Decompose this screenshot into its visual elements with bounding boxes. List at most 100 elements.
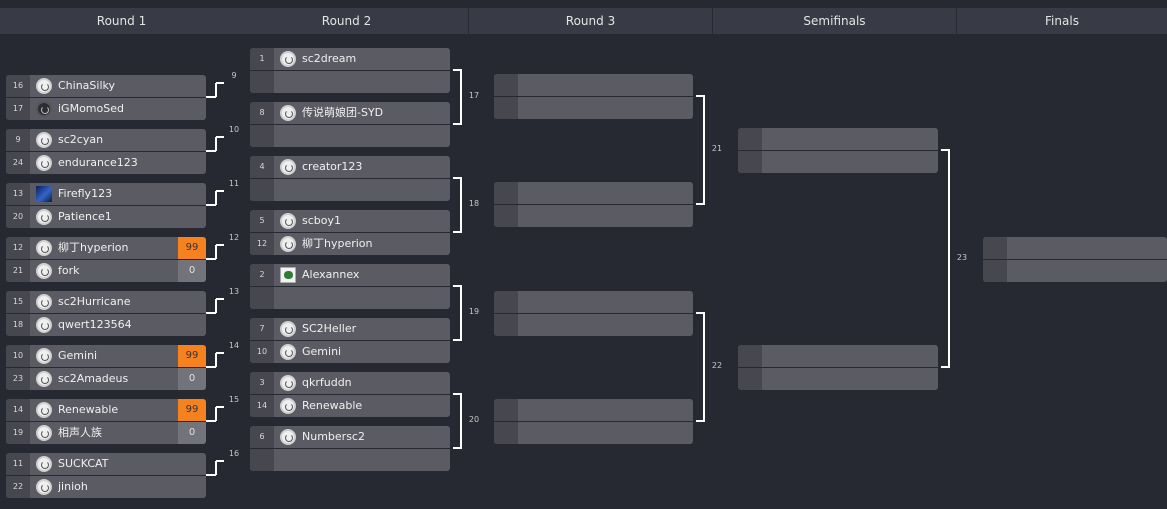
player-slot[interactable] xyxy=(494,314,693,336)
player-name[interactable]: qwert123564 xyxy=(58,318,132,331)
player-name[interactable]: 柳丁hyperion xyxy=(302,237,373,250)
player-slot[interactable] xyxy=(494,182,693,204)
player-name[interactable]: jinioh xyxy=(58,480,88,493)
player-slot[interactable] xyxy=(738,151,938,173)
player-name[interactable]: Renewable xyxy=(58,403,119,416)
player-name[interactable]: Gemini xyxy=(58,349,98,362)
player-name[interactable]: Gemini xyxy=(302,345,342,358)
player-name[interactable]: Numbersc2 xyxy=(302,430,365,443)
bracket-match[interactable] xyxy=(983,237,1167,283)
bracket-match[interactable] xyxy=(738,128,938,174)
player-name[interactable]: fork xyxy=(58,264,80,277)
bracket-match[interactable] xyxy=(494,399,693,445)
player-name[interactable]: 传说萌娘团-SYD xyxy=(302,106,384,119)
player-name[interactable]: Alexannex xyxy=(302,268,360,281)
player-slot[interactable] xyxy=(250,287,450,309)
player-slot[interactable] xyxy=(250,179,450,201)
bracket-match[interactable] xyxy=(494,182,693,228)
player-slot[interactable] xyxy=(738,345,938,367)
player-name[interactable]: SUCKCAT xyxy=(58,457,109,470)
player-name[interactable]: scboy1 xyxy=(302,214,341,227)
player-name[interactable]: creator123 xyxy=(302,160,363,173)
player-name[interactable]: endurance123 xyxy=(58,156,138,169)
bracket-match[interactable] xyxy=(494,74,693,120)
sc2-emblem-icon xyxy=(280,344,296,360)
player-slot[interactable] xyxy=(250,71,450,93)
seed-number xyxy=(738,128,762,150)
player-name[interactable]: iGMomoSed xyxy=(58,102,124,115)
player-name[interactable]: sc2dream xyxy=(302,52,357,65)
player-slot[interactable] xyxy=(983,237,1167,259)
player-name[interactable]: SC2Heller xyxy=(302,322,357,335)
player-name[interactable]: sc2Hurricane xyxy=(58,295,131,308)
player-name[interactable]: 柳丁hyperion xyxy=(58,241,129,254)
player-name[interactable]: Patience1 xyxy=(58,210,112,223)
rounds-header: Round 1 Round 2 Round 3 Semifinals Final… xyxy=(0,8,1167,34)
player-slot[interactable] xyxy=(494,291,693,313)
player-slot[interactable] xyxy=(494,205,693,227)
player-slot[interactable] xyxy=(494,97,693,119)
player-name[interactable]: sc2cyan xyxy=(58,133,104,146)
seed-number: 9 xyxy=(6,129,30,151)
player-name[interactable]: Renewable xyxy=(302,399,363,412)
bracket-match[interactable] xyxy=(494,291,693,337)
player-slot[interactable] xyxy=(738,368,938,390)
player-slot[interactable] xyxy=(494,399,693,421)
player-slot[interactable] xyxy=(250,449,450,471)
player-name[interactable]: 相声人族 xyxy=(58,426,102,439)
player-name[interactable]: ChinaSilky xyxy=(58,79,116,92)
player-slot[interactable] xyxy=(250,125,450,147)
player-slot[interactable] xyxy=(738,128,938,150)
player-slot[interactable] xyxy=(494,74,693,96)
player-slot[interactable] xyxy=(494,422,693,444)
player-name[interactable]: Firefly123 xyxy=(58,187,113,200)
bracket-match[interactable] xyxy=(738,345,938,391)
player-slot[interactable]: 9 sc2cyan xyxy=(6,129,206,151)
player-name[interactable]: qkrfuddn xyxy=(302,376,352,389)
player-slot[interactable] xyxy=(983,260,1167,282)
player-name[interactable]: sc2Amadeus xyxy=(58,372,129,385)
